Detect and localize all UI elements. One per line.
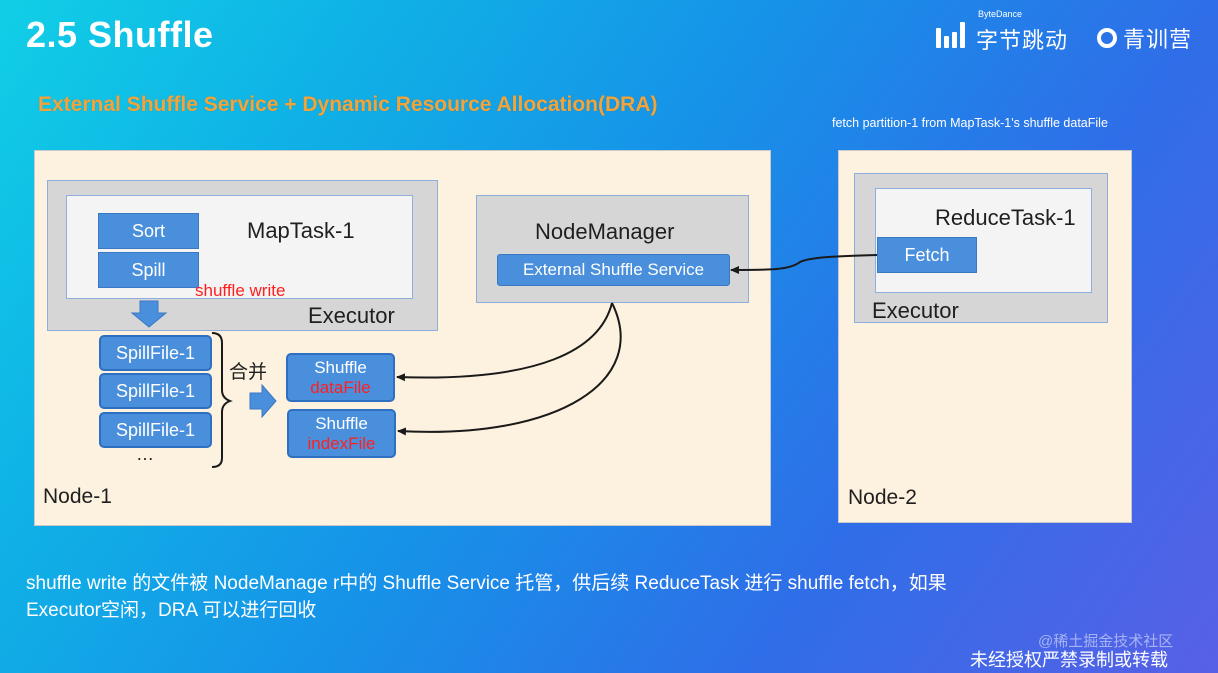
merge-label: 合并 <box>229 362 268 383</box>
slide-title: 2.5 Shuffle <box>26 14 214 55</box>
spill-file-1b: SpillFile-1 <box>99 373 212 409</box>
qingxunying-logo: 青训营 <box>1097 22 1192 54</box>
bytedance-logo-text: 字节跳动 <box>976 28 1069 53</box>
qingxunying-logo-text: 青训营 <box>1123 27 1193 52</box>
bottom-description-line1: shuffle write 的文件被 NodeManage r中的 Shuffl… <box>26 573 947 594</box>
node-1-label: Node-1 <box>43 485 112 508</box>
spill-file-1c: SpillFile-1 <box>99 412 212 448</box>
shuffle-datafile-name: dataFile <box>310 377 371 397</box>
node-2-label: Node-2 <box>848 486 917 509</box>
executor-label-node1: Executor <box>308 303 395 328</box>
shuffle-indexfile-box: Shuffle indexFile <box>287 409 396 458</box>
bottom-description: shuffle write 的文件被 NodeManage r中的 Shuffl… <box>26 570 1106 624</box>
maptask-label: MapTask-1 <box>247 218 355 243</box>
qingxunying-logo-icon <box>1097 28 1117 48</box>
shuffle-datafile-box: Shuffle dataFile <box>286 353 395 402</box>
reducetask-label: ReduceTask-1 <box>935 205 1076 230</box>
merge-bracket <box>211 332 233 468</box>
right-block-arrow <box>249 383 277 419</box>
bytedance-logo-small-text: ByteDance <box>978 9 1023 19</box>
spill-files-ellipsis: … <box>136 444 154 464</box>
executor-label-node2: Executor <box>872 298 959 323</box>
ess-to-indexfile-arrow <box>397 302 622 436</box>
down-block-arrow <box>130 300 168 328</box>
site-watermark: @稀土掘金技术社区 <box>1038 633 1174 650</box>
shuffle-indexfile-name: indexFile <box>307 433 376 453</box>
bytedance-logo-icon <box>936 20 968 48</box>
fetch-arrow <box>730 254 878 274</box>
external-shuffle-service-box: External Shuffle Service <box>497 254 730 286</box>
nodemanager-label: NodeManager <box>535 219 675 244</box>
ess-to-datafile-arrow <box>396 302 613 382</box>
fetch-note: fetch partition-1 from MapTask-1's shuff… <box>832 116 1108 130</box>
sort-box: Sort <box>98 213 199 249</box>
slide-subtitle: External Shuffle Service + Dynamic Resou… <box>38 93 658 116</box>
shuffle-write-label: shuffle write <box>195 281 286 300</box>
shuffle-indexfile-title: Shuffle <box>315 413 368 433</box>
spill-box: Spill <box>98 252 199 288</box>
bytedance-logo: ByteDance 字节跳动 <box>936 9 1069 53</box>
bottom-description-line2: Executor空闲，DRA 可以进行回收 <box>26 600 317 621</box>
spill-file-1a: SpillFile-1 <box>99 335 212 371</box>
fetch-box: Fetch <box>877 237 977 273</box>
copyright-notice: 未经授权严禁录制或转载 <box>970 650 1168 670</box>
shuffle-datafile-title: Shuffle <box>314 357 367 377</box>
